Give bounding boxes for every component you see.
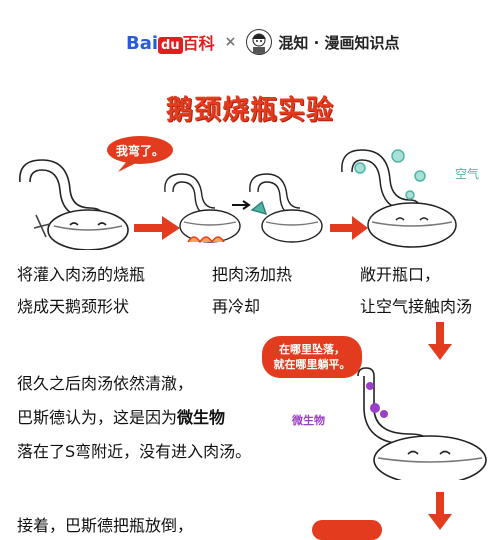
air-label: 空气 [455, 166, 479, 181]
speech-bubble-bent: 我弯了。 [107, 136, 173, 172]
flask-microbes-illustration: 微生物 [291, 367, 487, 480]
avatar [246, 29, 273, 55]
speech-bubble-partial [312, 520, 382, 540]
arrow-small-icon [232, 200, 251, 210]
fan-icon [250, 200, 268, 216]
arrow-right-icon [330, 216, 368, 240]
arrow-down-icon [428, 492, 452, 530]
explanation-next: 接着，巴斯德把瓶放倒， [17, 516, 194, 535]
svg-text:我弯了。: 我弯了。 [116, 143, 164, 158]
swan-neck-flask-3 [249, 173, 323, 243]
step-caption-2: 把肉汤加热 再冷却 [212, 265, 293, 316]
speech-bubble-where: 在哪里坠落， 就在哪里躺平。 [262, 336, 362, 378]
step-caption-3: 敞开瓶口， 让空气接触肉汤 [360, 265, 473, 316]
swan-neck-flask-1 [19, 159, 129, 250]
swan-neck-flask-4 [341, 149, 457, 248]
partner-name: 混知 · 漫画知识点 [278, 33, 400, 52]
step-caption-1: 将灌入肉汤的烧瓶 烧成天鹅颈形状 [17, 265, 146, 316]
separator: × [224, 34, 237, 50]
page-title: 鹅颈烧瓶实验 [166, 95, 334, 126]
experiment-illustration-row: 我弯了。 空气 [19, 136, 479, 250]
explanation-text: 很久之后肉汤依然清澈， 巴斯德认为，这是因为微生物 落在了S弯附近，没有进入肉汤… [17, 374, 252, 461]
arrow-down-icon [428, 322, 452, 360]
swan-neck-flask-2 [164, 173, 241, 244]
microbe-label: 微生物 [291, 413, 325, 427]
arrow-right-icon [134, 216, 180, 240]
